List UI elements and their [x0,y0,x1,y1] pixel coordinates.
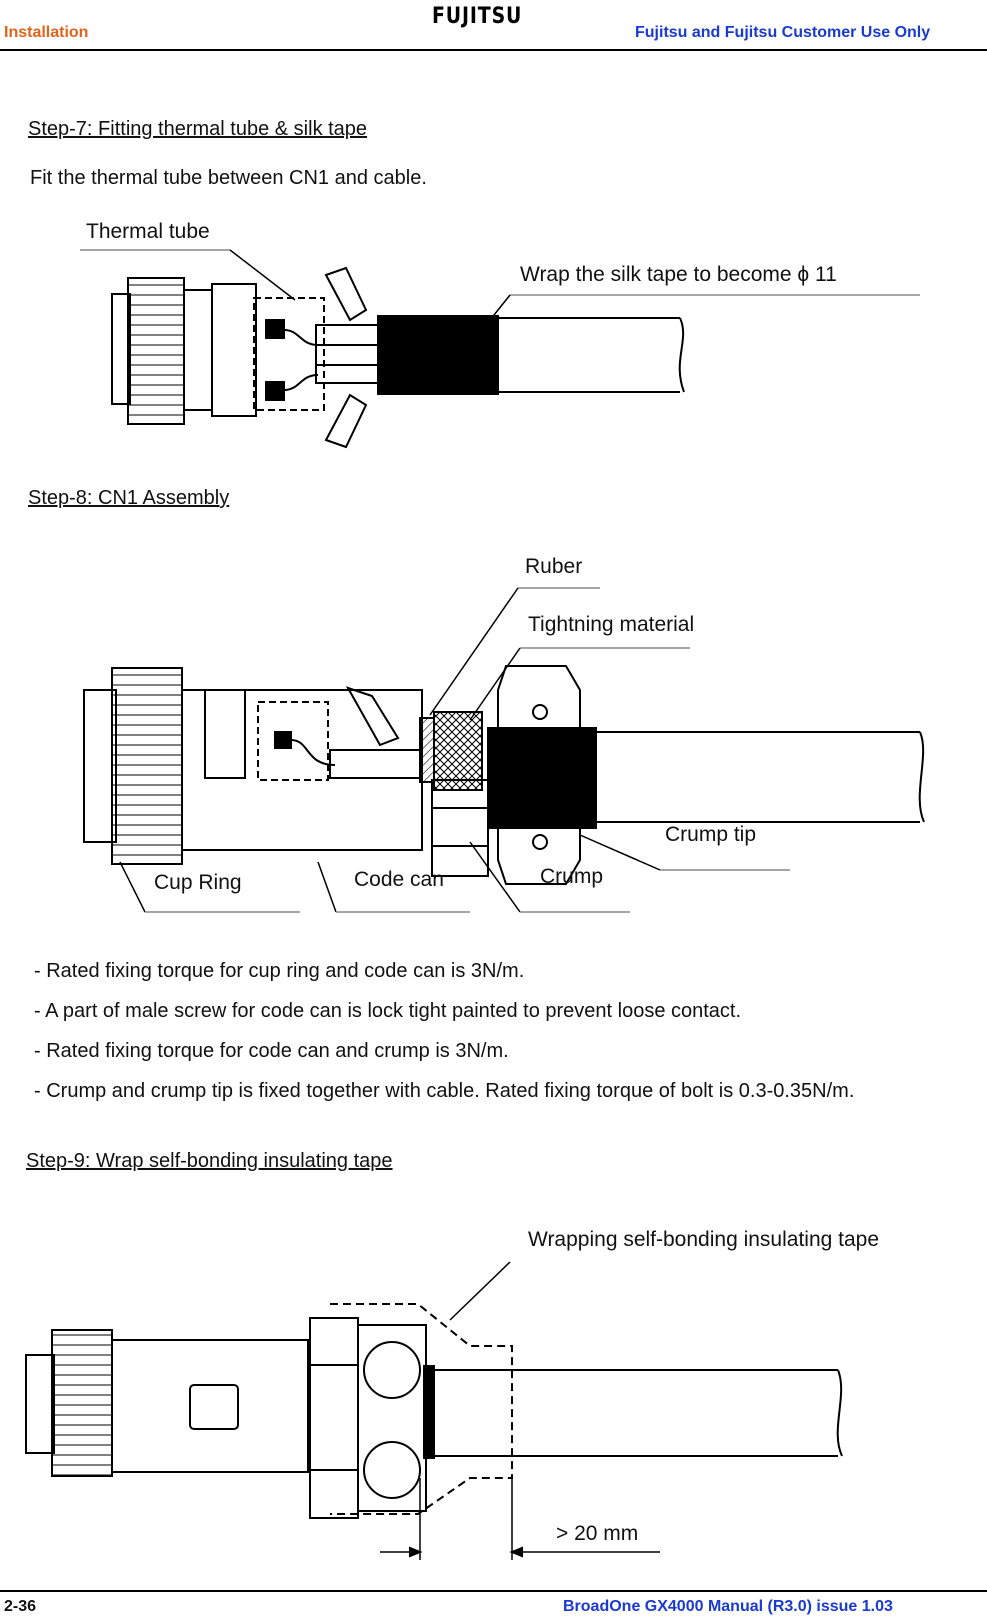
label-wrapping-tape: Wrapping self-bonding insulating tape [528,1228,880,1251]
footer-page-number: 2-36 [4,1598,37,1615]
step9-title: Step-9: Wrap self-bonding insulating tap… [26,1150,393,1172]
label-crump-tip: Crump tip [665,823,757,846]
note-1: - Rated fixing torque for cup ring and c… [34,960,525,982]
label-silk-tape: Wrap the silk tape to become ϕ 11 [520,263,837,286]
label-crump: Crump [540,865,604,888]
step9-diagram [25,1261,843,1560]
footer-divider [0,1590,987,1592]
note-4: - Crump and crump tip is fixed together … [34,1080,855,1102]
footer-manual-title: BroadOne GX4000 Manual (R3.0) issue 1.03 [563,1598,893,1615]
fujitsu-logo: FUJITSU [432,4,523,29]
label-dimension-20mm: > 20 mm [556,1522,639,1545]
header-divider [0,49,987,51]
step8-title: Step-8: CN1 Assembly [28,487,230,509]
note-3: - Rated fixing torque for code can and c… [34,1040,509,1062]
header-audience-label: Fujitsu and Fujitsu Customer Use Only [635,24,931,41]
note-2: - A part of male screw for code can is l… [34,1000,742,1022]
label-tightning-material: Tightning material [528,613,695,636]
label-thermal-tube: Thermal tube [86,220,210,243]
step7-title: Step-7: Fitting thermal tube & silk tape [28,118,368,140]
label-cup-ring: Cup Ring [154,871,242,894]
header-section-label: Installation [4,24,89,41]
step7-diagram [80,249,920,449]
label-ruber: Ruber [525,555,583,578]
step7-instruction: Fit the thermal tube between CN1 and cab… [30,167,427,189]
step8-diagram [83,587,925,913]
label-code-can: Code can [354,868,444,891]
